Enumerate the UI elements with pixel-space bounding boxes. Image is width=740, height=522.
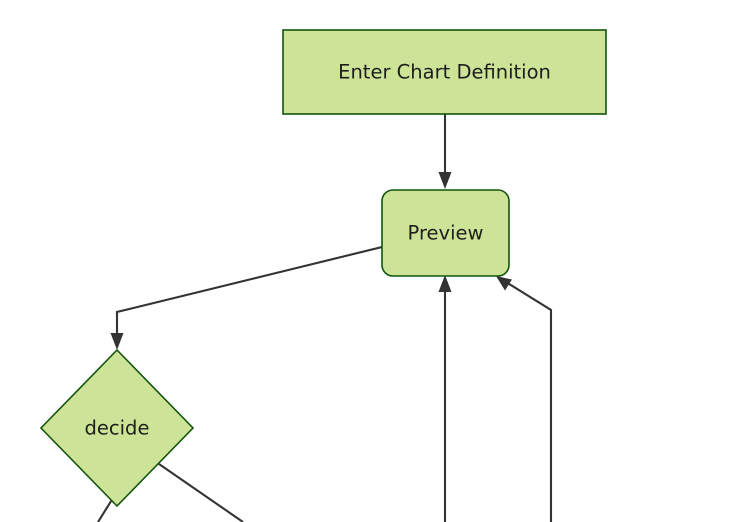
node-preview-shape[interactable] bbox=[381, 189, 510, 277]
node-preview-label: Preview bbox=[408, 222, 484, 245]
edge-decide-left-line bbox=[97, 497, 114, 522]
edge-into-preview-right-arrowhead bbox=[496, 276, 512, 291]
node-decide[interactable]: decide bbox=[39, 348, 195, 508]
edge-decide-left bbox=[97, 497, 114, 522]
edge-into-preview-right-line bbox=[505, 281, 553, 522]
edge-enter-preview-arrowhead bbox=[438, 172, 452, 189]
edge-preview-decide bbox=[110, 245, 383, 350]
node-preview[interactable]: Preview bbox=[381, 189, 510, 277]
edge-preview-decide-arrowhead bbox=[110, 333, 124, 350]
edge-enter-preview bbox=[438, 114, 452, 189]
node-decide-shape[interactable] bbox=[39, 348, 195, 508]
node-enter-chart-definition[interactable]: Enter Chart Definition bbox=[282, 29, 607, 115]
edge-into-preview-center bbox=[438, 275, 452, 522]
node-enter-chart-definition-shape[interactable] bbox=[282, 29, 607, 115]
node-decide-label: decide bbox=[85, 417, 150, 440]
edge-decide-right bbox=[158, 463, 244, 522]
edge-into-preview-center-arrowhead bbox=[438, 275, 452, 292]
node-enter-chart-definition-label: Enter Chart Definition bbox=[338, 61, 551, 84]
edge-into-preview-right bbox=[496, 276, 553, 522]
edge-preview-decide-line bbox=[115, 245, 383, 337]
edge-decide-right-line bbox=[158, 463, 244, 522]
